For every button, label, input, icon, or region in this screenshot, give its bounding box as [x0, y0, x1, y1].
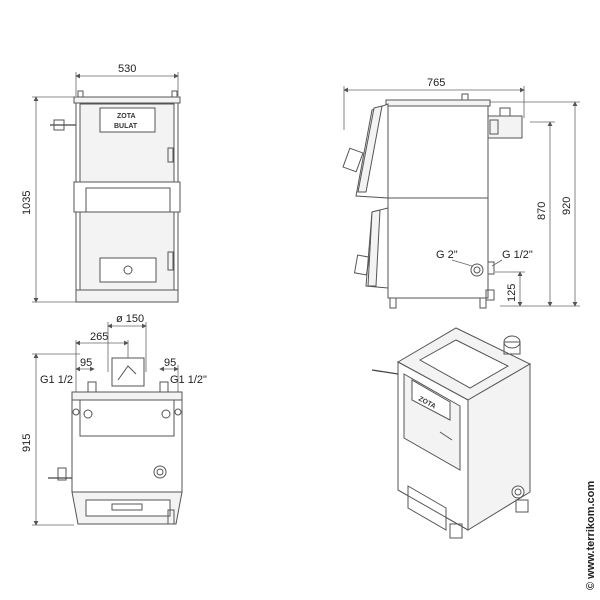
top-915-label: 915 [21, 434, 33, 452]
top-265-label: 265 [90, 331, 108, 343]
side-depth-label: 765 [427, 77, 445, 89]
front-view: 530 1035 ZOTA BULAT [21, 63, 181, 303]
side-g12-label: G 1/2" [502, 249, 533, 261]
front-height-label: 1035 [21, 191, 33, 215]
iso-view: ZOTA [371, 327, 532, 539]
side-g2-label: G 2" [436, 249, 458, 261]
watermark: © www.terrikom.com [585, 481, 597, 590]
top-right-fitting-label: G1 1/2" [170, 374, 207, 386]
side-920-label: 920 [561, 197, 573, 215]
top-95-right: 95 [164, 357, 176, 369]
top-left-fitting-label: G1 1/2 [40, 374, 73, 386]
top-150-label: ø 150 [116, 313, 144, 325]
front-logo: ZOTA [117, 113, 136, 120]
side-870-label: 870 [536, 202, 548, 220]
front-model: BULAT [114, 123, 138, 130]
top-view: ø 150 265 95 95 G1 1/2 G1 1/2" 915 [21, 313, 207, 526]
top-95-left: 95 [80, 357, 92, 369]
side-125-label: 125 [506, 284, 518, 302]
front-width-label: 530 [118, 63, 136, 75]
side-view: 765 920 870 125 [342, 77, 580, 309]
